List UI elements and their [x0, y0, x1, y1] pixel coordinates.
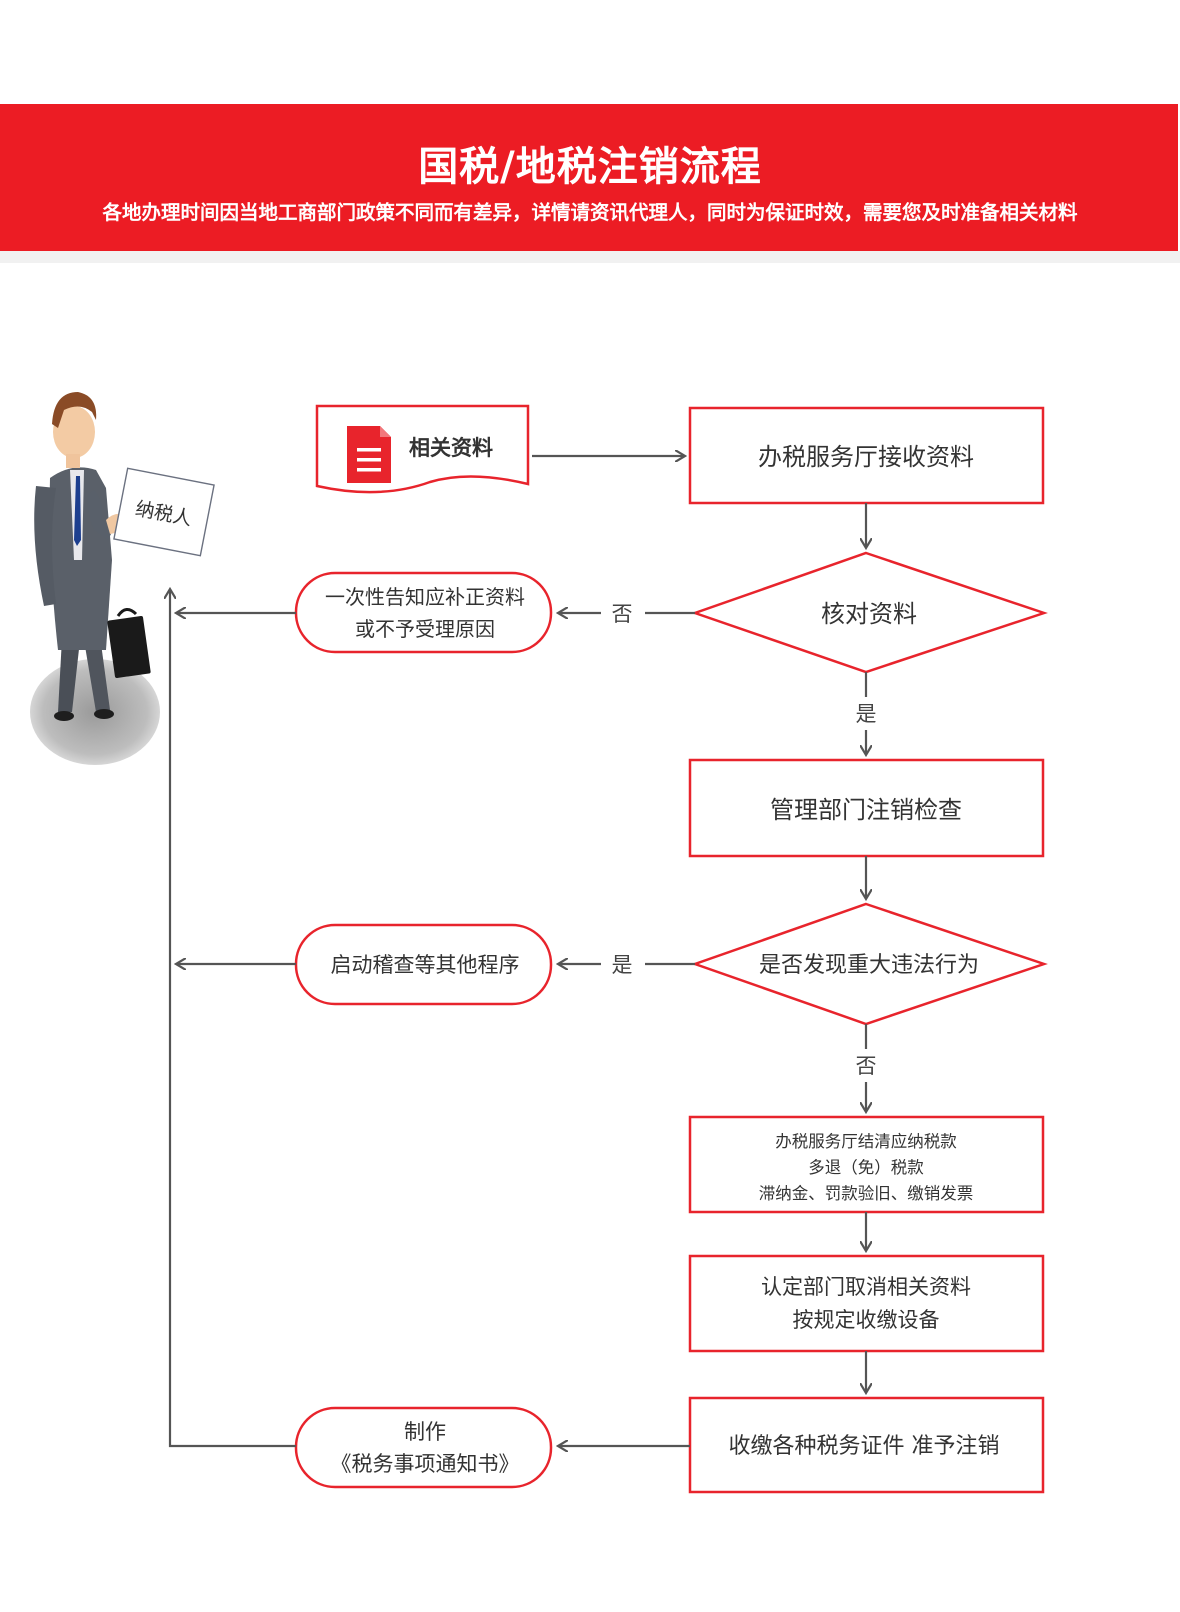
- sign-card: [113, 467, 215, 557]
- step-cancel-line1: 认定部门取消相关资料: [761, 1275, 971, 1299]
- step-inspection-label: 管理部门注销检查: [770, 796, 962, 824]
- decision-verify-label: 核对资料: [821, 600, 917, 628]
- figure-hair: [52, 392, 97, 428]
- figure-shoe-right: [94, 709, 114, 719]
- documents-label: 相关资料: [409, 436, 493, 460]
- figure-leg-left: [58, 638, 80, 712]
- figure-neck: [66, 454, 80, 468]
- result-audit-label: 启动稽查等其他程序: [331, 953, 520, 977]
- document-icon: [347, 426, 391, 483]
- result-supplement-line2: 或不予受理原因: [355, 617, 495, 641]
- figure-shoe-left: [54, 711, 74, 721]
- result-supplement-line1: 一次性告知应补正资料: [325, 585, 525, 609]
- taxpayer-sign: 纳税人: [113, 467, 215, 557]
- step-collect-label: 收缴各种税务证件 准予注销: [729, 1434, 1000, 1459]
- verify-no-label: 否: [612, 602, 633, 626]
- step-receive-label: 办税服务厅接收资料: [758, 443, 974, 471]
- step-inspection-box: [688, 758, 1045, 858]
- step-settle-line2: 多退（免）税款: [808, 1158, 924, 1177]
- step-receive-box: [688, 406, 1045, 505]
- briefcase-handle: [116, 608, 138, 617]
- violation-yes-label: 是: [612, 953, 633, 977]
- step-settle-box: [688, 1115, 1045, 1214]
- connectors: [170, 456, 866, 1446]
- step-cancel-box: [688, 1254, 1045, 1353]
- violation-no-label: 否: [856, 1054, 877, 1078]
- figure-face: [53, 406, 95, 458]
- step-settle-line3: 滞纳金、罚款验旧、缴销发票: [759, 1184, 974, 1203]
- result-notice-line1: 制作: [404, 1420, 446, 1444]
- taxpayer-figure: 纳税人: [30, 392, 215, 765]
- step-cancel-line2: 按规定收缴设备: [793, 1308, 940, 1332]
- banner-shadow: [0, 251, 1180, 263]
- page-subtitle: 各地办理时间因当地工商部门政策不同而有差异，详情请资讯代理人，同时为保证时效，需…: [102, 201, 1078, 224]
- figure-tie: [74, 476, 81, 546]
- briefcase-icon: [107, 616, 151, 678]
- figure-arm-left: [34, 486, 56, 606]
- verify-yes-label: 是: [856, 702, 877, 726]
- related-documents-box: 相关资料: [315, 404, 530, 494]
- step-collect-box: [688, 1396, 1045, 1494]
- header-banner: 国税/地税注销流程 各地办理时间因当地工商部门政策不同而有差异，详情请资讯代理人…: [0, 104, 1178, 251]
- arrow-notice-to-taxpayer: [170, 590, 296, 1448]
- page-title: 国税/地税注销流程: [418, 144, 762, 190]
- result-notice-pill: [294, 1406, 553, 1489]
- figure-arm-right: [87, 490, 114, 540]
- decision-violation-label: 是否发现重大违法行为: [759, 953, 979, 978]
- result-notice-line2: 《税务事项通知书》: [331, 1452, 520, 1476]
- step-settle-line1: 办税服务厅结清应纳税款: [775, 1132, 957, 1151]
- figure-leg-right: [84, 636, 110, 712]
